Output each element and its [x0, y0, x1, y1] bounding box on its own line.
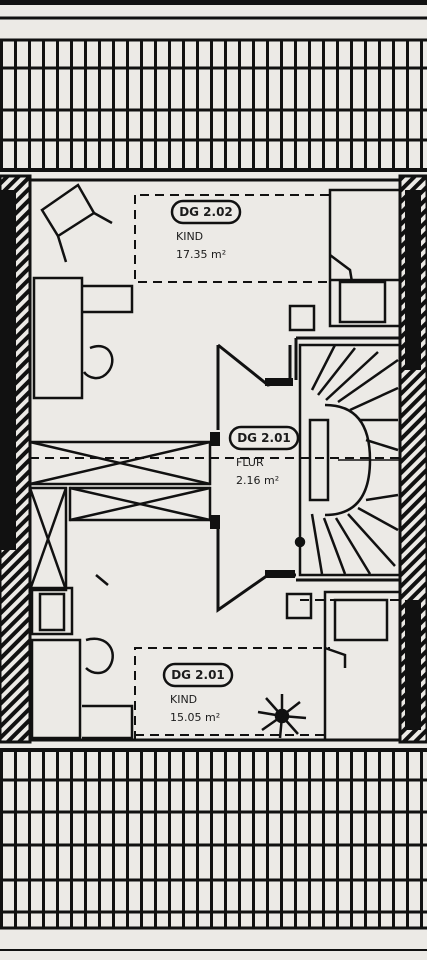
room-name: KIND: [170, 693, 197, 706]
furniture-top-room: [32, 183, 402, 400]
room-label-top: DG 2.02 KIND 17.35 m²: [170, 199, 242, 261]
bed-icon: [328, 188, 402, 328]
room-label-corridor: DG 2.01 FLUR 2.16 m²: [228, 425, 300, 487]
roof-hatch-bottom: [0, 748, 427, 951]
room-label-bottom: DG 2.01 KIND 15.05 m²: [162, 662, 234, 724]
wardrobe-icons: [28, 440, 212, 592]
exterior-walls: [0, 174, 427, 744]
plant-icon: [257, 694, 307, 739]
room-name: KIND: [176, 230, 203, 243]
room-area: 17.35 m²: [176, 248, 226, 261]
roof-hatch-top: [0, 0, 427, 172]
room-name: FLUR: [236, 456, 264, 469]
room-id: DG 2.01: [171, 668, 225, 682]
chair-icon: [82, 344, 114, 380]
stair-icon: [294, 343, 402, 577]
room-area: 15.05 m²: [170, 711, 220, 724]
room-id: DG 2.01: [237, 431, 291, 445]
room-area: 2.16 m²: [236, 474, 279, 487]
desk-chair-icon: [40, 183, 113, 263]
furniture-bottom-room: [30, 574, 402, 742]
desk-icon: [32, 276, 84, 400]
bed-icon: [323, 590, 402, 742]
desk-icon: [30, 638, 82, 740]
interior-walls: [210, 336, 400, 613]
room-id: DG 2.02: [179, 205, 233, 219]
chair-icon: [85, 637, 114, 675]
